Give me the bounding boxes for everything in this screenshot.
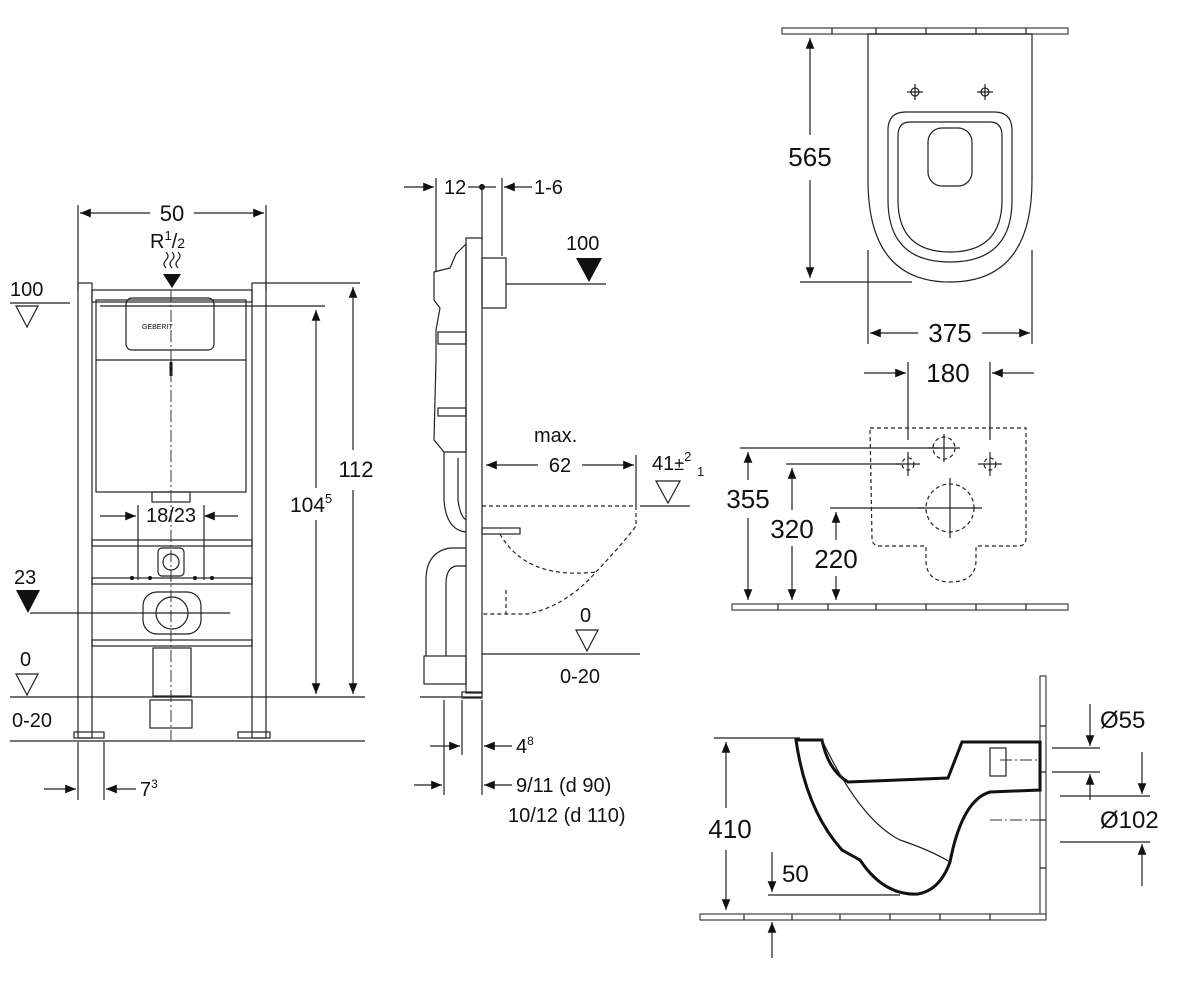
cross-rail-2 <box>91 577 253 585</box>
foot-left <box>73 731 105 739</box>
depth-label: 12 <box>444 177 466 199</box>
back-view: 180 355 320 220 <box>726 358 1069 611</box>
side-flush-pipe <box>443 452 467 533</box>
brand-logo-text: GEBERIT <box>142 324 173 331</box>
bowl-level-triangle <box>654 480 682 505</box>
section-view: 410 50 Ø55 Ø102 <box>699 675 1159 958</box>
top-bowl-outline <box>867 33 1033 283</box>
side-cistern <box>433 242 467 453</box>
bowl-level-label: 41±2 <box>652 449 691 475</box>
rail-bolts <box>130 576 214 580</box>
side-flush-box <box>481 257 507 309</box>
back-floor-tiles <box>777 604 1027 610</box>
front-width-label: 50 <box>160 201 184 226</box>
bolt-spacing-label: 180 <box>926 358 969 388</box>
offset-label: 73 <box>140 777 158 801</box>
top-bowl-opening <box>927 127 973 187</box>
section-depth-label: 50 <box>782 861 809 888</box>
side-level-0-triangle <box>575 629 599 653</box>
pipe-90-label: 9/11 (d 90) <box>516 775 611 797</box>
section-dia102-label: Ø102 <box>1100 807 1159 834</box>
cross-rail-3 <box>91 639 253 647</box>
side-drain-bend <box>425 547 466 656</box>
height-1045-label: 1045 <box>290 491 332 517</box>
top-seat-inner <box>897 121 1003 253</box>
side-view: 12 1-6 100 max. 62 41±2 1 0 0-20 48 9/11… <box>404 177 704 827</box>
height-112-label: 112 <box>338 457 373 482</box>
max-label: max. <box>534 425 577 447</box>
pipe-110-label: 10/12 (d 110) <box>508 805 626 827</box>
water-supply-arrow <box>163 274 181 288</box>
section-wall <box>1039 675 1047 917</box>
section-floor-tiles <box>743 914 991 920</box>
side-level-0-label: 0 <box>580 605 591 627</box>
frame-top-rail <box>91 289 253 303</box>
height-355-label: 355 <box>726 484 769 514</box>
section-height-label: 410 <box>708 814 751 844</box>
side-clip-1 <box>437 331 467 345</box>
adjust-label: 1-6 <box>534 177 563 199</box>
level-100-triangle <box>15 305 39 329</box>
section-bowl-inner <box>821 739 951 863</box>
top-width-label: 375 <box>928 318 971 348</box>
back-floor <box>731 603 1069 611</box>
top-length-label: 565 <box>788 142 831 172</box>
back-holes <box>896 434 1002 538</box>
side-foot <box>461 691 483 699</box>
foot-right <box>237 731 271 739</box>
max-value: 62 <box>549 455 571 477</box>
back-outline <box>869 427 1027 583</box>
water-supply-icon <box>163 251 181 269</box>
spacing-label: 18/23 <box>146 505 196 527</box>
top-wall-tiles <box>831 28 1027 34</box>
flush-plate <box>125 297 215 351</box>
side-bowl-outline <box>482 505 637 615</box>
side-level-100-label: 100 <box>566 233 599 255</box>
drain-pipe <box>152 647 192 697</box>
foot-label: 48 <box>516 734 534 758</box>
front-level-0-label: 0 <box>20 649 31 671</box>
frame-post-left <box>77 282 93 739</box>
section-floor <box>699 913 1047 921</box>
side-range-label: 0-20 <box>560 666 600 688</box>
height-220-label: 220 <box>814 544 857 574</box>
side-connector <box>481 527 521 535</box>
bowl-level-sub: 1 <box>697 464 704 479</box>
front-view: GEBERIT 50 R1/2 <box>10 201 374 801</box>
side-drain-socket <box>423 655 467 685</box>
frame-post-right <box>251 282 267 739</box>
side-frame-post <box>465 237 483 694</box>
side-bowl-inner <box>499 533 597 574</box>
top-wall <box>781 27 1069 35</box>
front-level-100-label: 100 <box>10 279 43 301</box>
side-clip-2 <box>437 407 467 417</box>
pipe-size-label: R1/2 <box>150 228 185 253</box>
section-bowl-outline <box>794 738 1042 896</box>
section-dia55-label: Ø55 <box>1100 707 1145 734</box>
cross-rail-1 <box>91 539 253 547</box>
section-wall-tiles <box>1040 725 1046 869</box>
front-level-23-label: 23 <box>14 567 36 589</box>
section-inlet <box>989 747 1007 777</box>
top-view: 565 375 <box>781 27 1069 348</box>
front-range-label: 0-20 <box>12 710 52 732</box>
top-seat-outline <box>887 111 1013 263</box>
side-level-100-triangle <box>576 258 602 282</box>
level-0-triangle <box>15 673 39 697</box>
height-320-label: 320 <box>770 514 813 544</box>
top-mount-holes <box>907 84 993 100</box>
level-23-triangle <box>16 590 40 613</box>
